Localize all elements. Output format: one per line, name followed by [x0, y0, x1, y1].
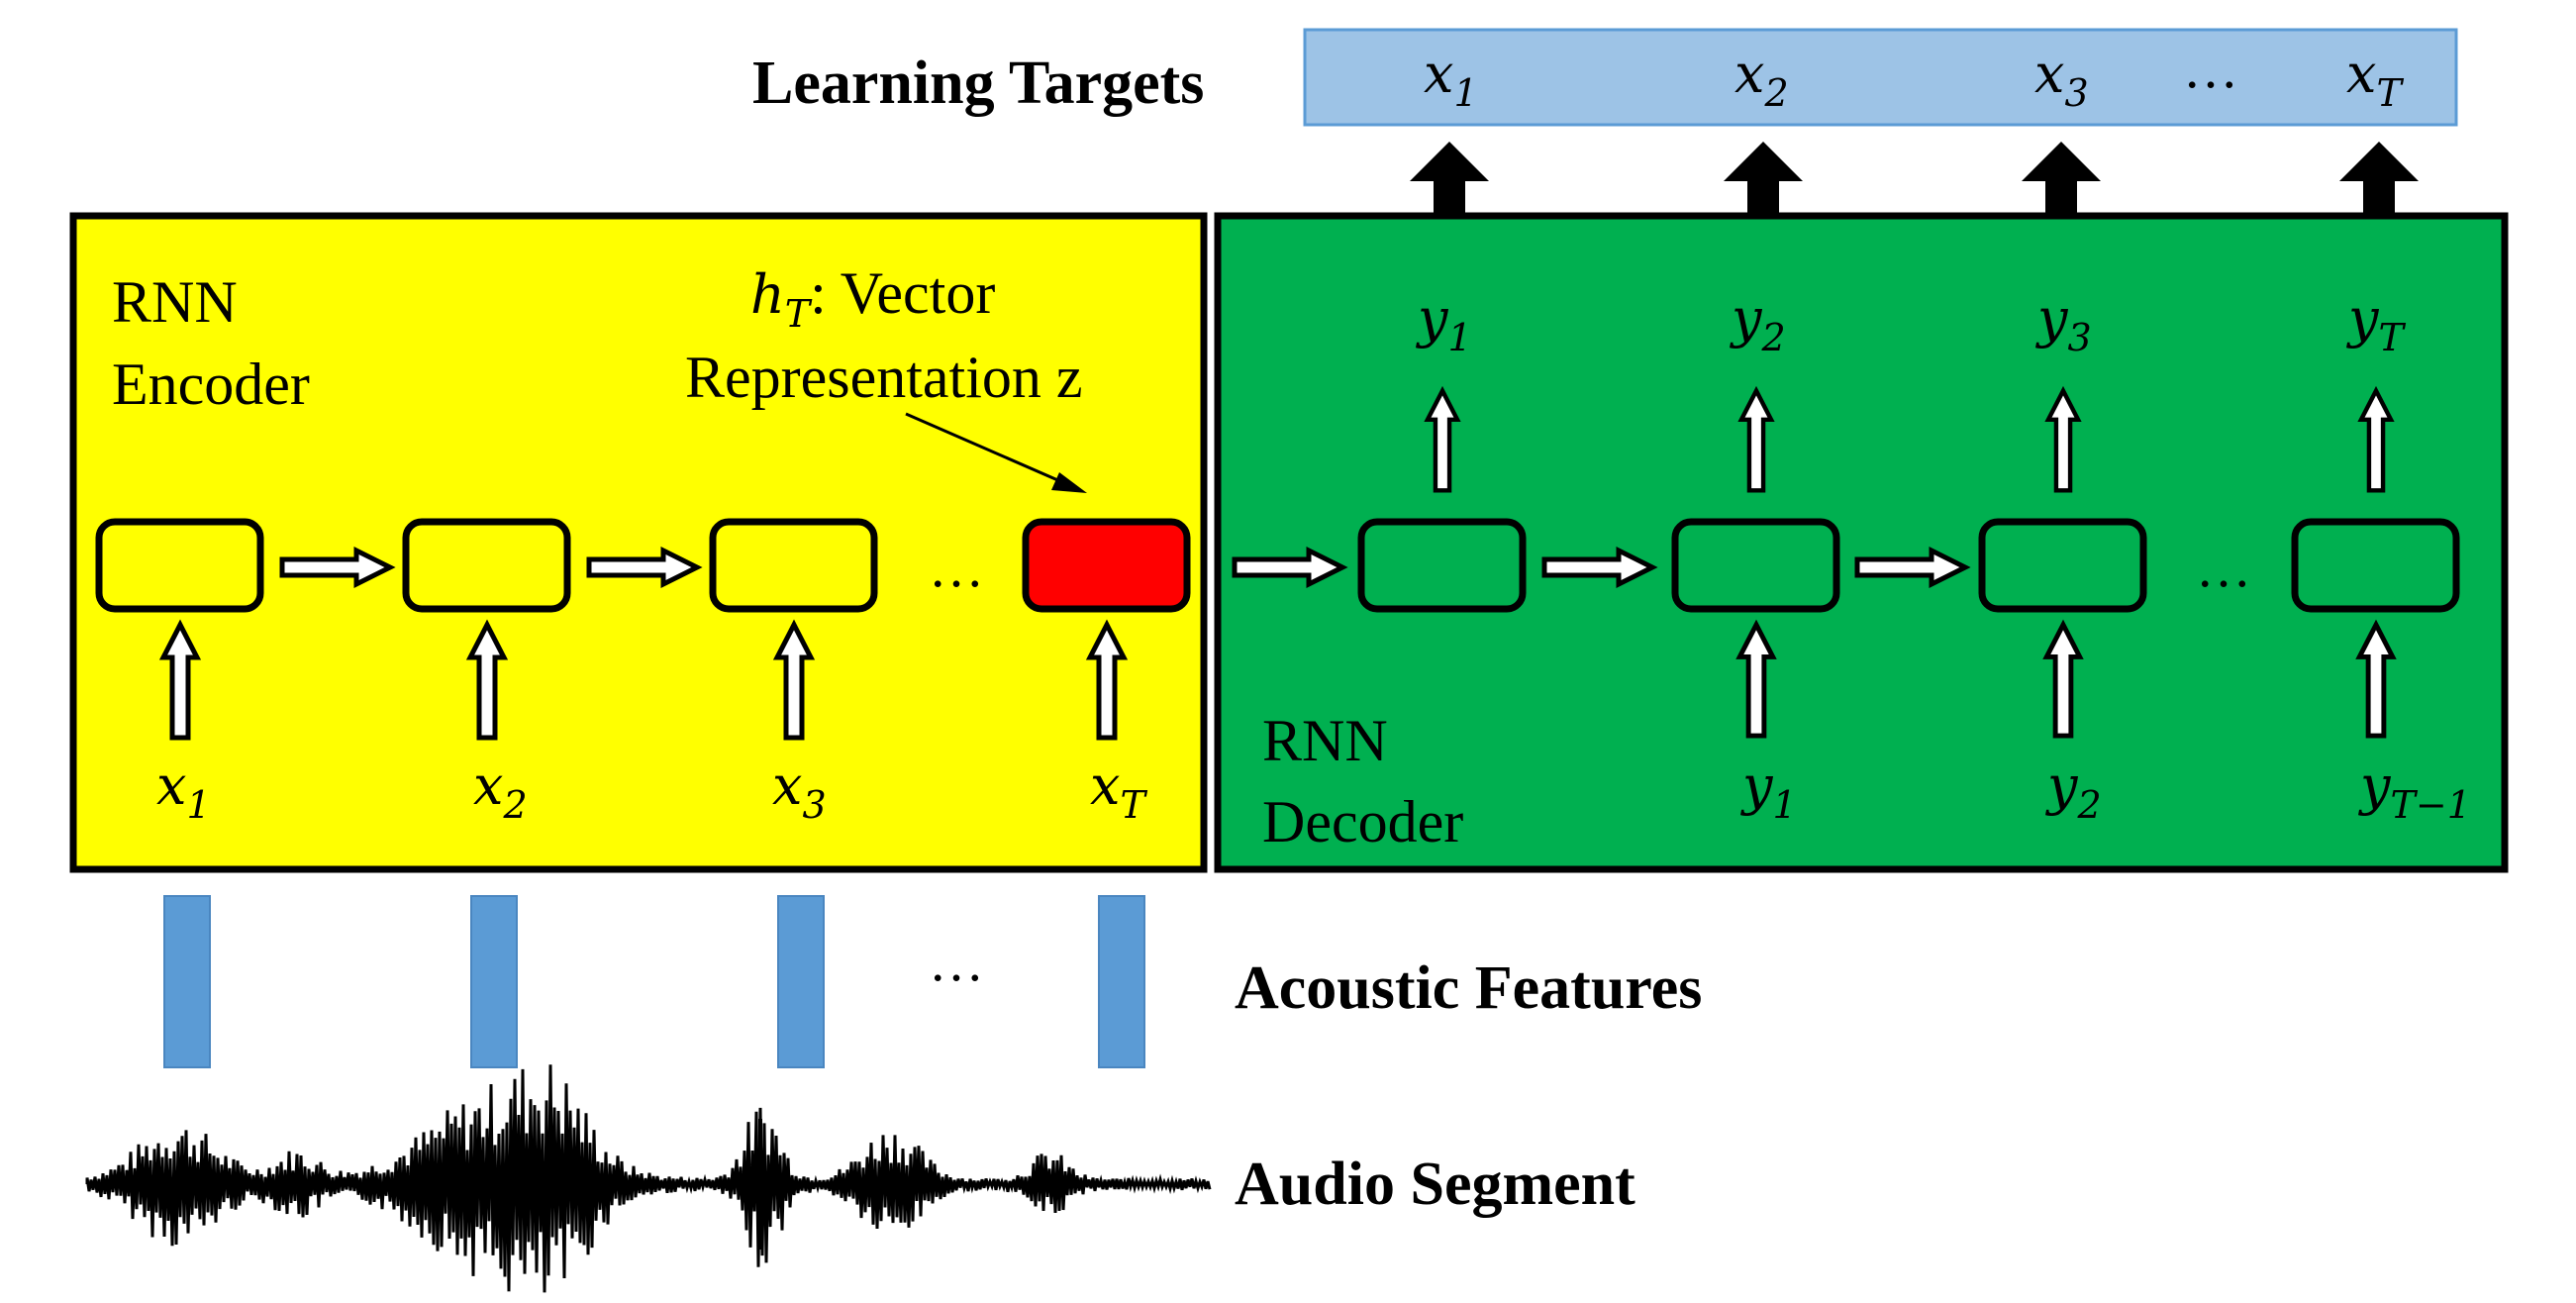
vector-pointer — [905, 412, 1087, 493]
decoder-output-label: yT — [2346, 287, 2407, 359]
decoder-cell — [2291, 518, 2460, 613]
encoder-title-line2: Encoder — [112, 351, 310, 417]
encoder-title-line1: RNN — [112, 269, 238, 335]
vector-label-line2: Representation z — [685, 345, 1083, 410]
encoder-cell — [709, 518, 878, 613]
vector-label-line1: hT: Vector — [750, 260, 995, 336]
decoder-output-labels: y1 y2 y3 yT — [1416, 287, 2407, 359]
learning-targets-bar — [1303, 28, 2458, 127]
encoder-final-cell — [1022, 518, 1191, 613]
target-labels: x1 x2 x3 … xT — [1424, 39, 2404, 115]
encoder-input-label: x3 — [772, 754, 827, 827]
decoder-output-label: y3 — [2035, 287, 2092, 359]
acoustic-feature-bar — [470, 895, 518, 1068]
targets-ellipsis: … — [2183, 39, 2238, 100]
encoder-ellipsis: … — [929, 538, 984, 599]
encoder-cells — [95, 518, 1191, 613]
target-label: x1 — [1424, 43, 1478, 115]
target-label: xT — [2346, 43, 2404, 115]
acoustic-feature-bars — [163, 895, 1145, 1068]
encoder-cell — [402, 518, 571, 613]
decoder-title-line1: RNN — [1262, 708, 1388, 773]
waveform-trace — [85, 1064, 1212, 1293]
encoder-input-labels: x1 x2 x3 xT — [156, 754, 1147, 827]
decoder-cell — [1357, 518, 1527, 613]
features-ellipsis: … — [929, 932, 984, 993]
decoder-input-label: y1 — [1740, 754, 1797, 827]
decoder-cells — [1357, 518, 2460, 613]
decoder-ellipsis: … — [2196, 538, 2251, 599]
acoustic-feature-bar — [1098, 895, 1145, 1068]
acoustic-features-label: Acoustic Features — [1235, 954, 1702, 1022]
decoder-output-label: y1 — [1416, 287, 1472, 359]
encoder-input-label: x1 — [156, 754, 211, 827]
target-label: x3 — [2034, 43, 2089, 115]
decoder-input-label: y2 — [2045, 754, 2102, 827]
learning-targets-label: Learning Targets — [752, 50, 1204, 117]
acoustic-feature-bar — [777, 895, 825, 1068]
decoder-input-labels: y1 y2 yT−1 — [1740, 754, 2471, 827]
encoder-cell — [95, 518, 264, 613]
decoder-title-line2: Decoder — [1262, 789, 1463, 854]
decoder-input-label: yT−1 — [2358, 754, 2471, 827]
decoder-cell — [1671, 518, 1840, 613]
encoder-input-label: x2 — [473, 754, 528, 827]
audio-waveform — [85, 1064, 1212, 1293]
target-label: x2 — [1734, 43, 1789, 115]
acoustic-feature-bar — [163, 895, 211, 1068]
encoder-input-label: xT — [1090, 754, 1147, 827]
decoder-cell — [1978, 518, 2147, 613]
decoder-output-label: y2 — [1730, 287, 1786, 359]
audio-segment-label: Audio Segment — [1235, 1151, 1635, 1218]
